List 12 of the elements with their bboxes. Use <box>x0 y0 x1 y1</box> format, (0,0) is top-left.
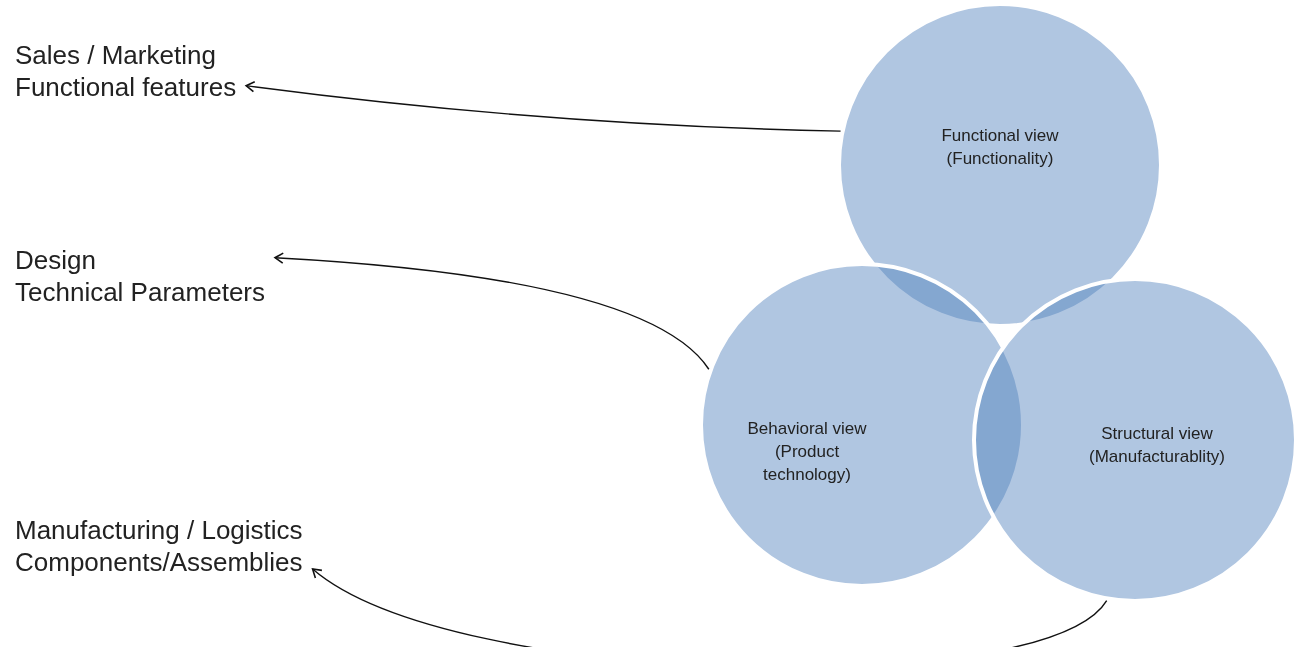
circle-label: Structural view (Manufacturablity) <box>1087 423 1227 468</box>
circle-label: Behavioral view (Product technology) <box>746 418 868 486</box>
curved-arrow <box>311 568 1108 647</box>
circle-label: Functional view (Functionality) <box>940 125 1060 170</box>
side-label: Components/Assemblies <box>15 546 303 579</box>
curved-arrow <box>274 252 710 370</box>
side-label: Design <box>15 245 96 277</box>
side-label: Technical Parameters <box>15 276 265 309</box>
side-label: Sales / Marketing <box>15 40 216 72</box>
side-label: Functional features <box>15 71 237 104</box>
curved-arrow <box>245 80 842 132</box>
side-label: Manufacturing / Logistics <box>15 515 303 547</box>
